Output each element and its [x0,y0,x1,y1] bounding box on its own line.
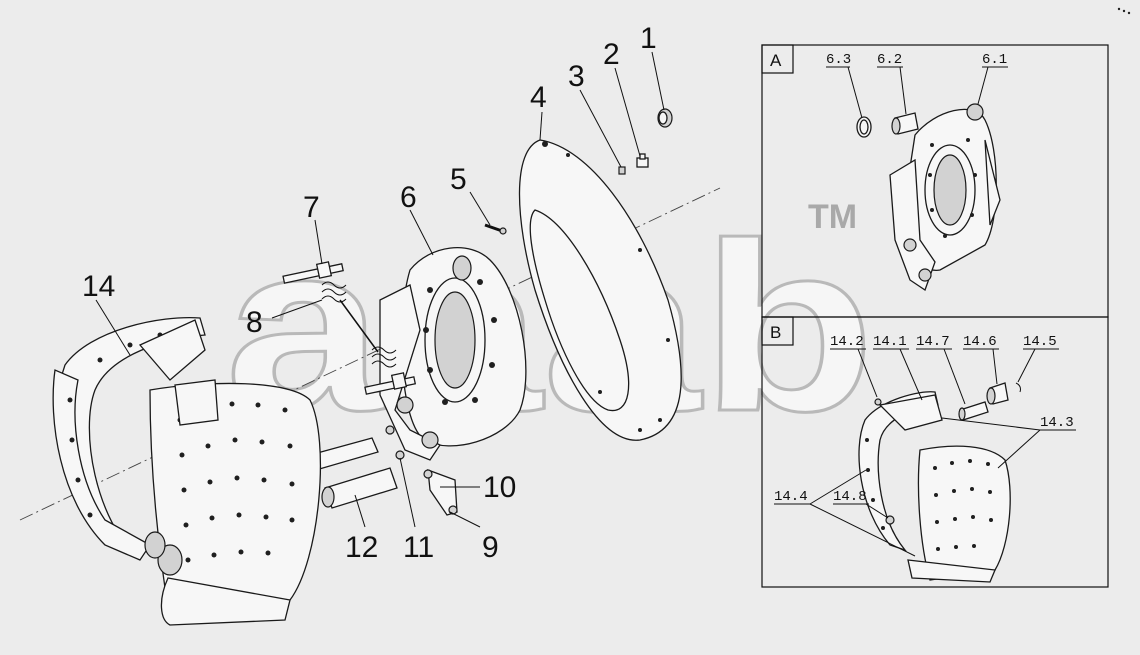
label-14-7: 14.7 [916,334,950,350]
center-axis [19,187,721,521]
detail-b-content: 14.2 14.1 14.7 14.6 14.5 14.3 14.4 14.8 [774,334,1076,583]
callout-12: 12 [345,531,378,564]
detail-a-tag: A [770,51,782,70]
detail-b-frame [761,316,1109,588]
label-14-3: 14.3 [1040,415,1074,431]
part-2-screw [636,153,649,168]
callout-2: 2 [603,38,620,71]
callout-9: 9 [482,531,499,564]
part-9-10-plate [423,469,458,516]
label-14-6: 14.6 [963,334,997,350]
label-6-2: 6.2 [877,52,902,68]
label-14-5: 14.5 [1023,334,1057,350]
label-6-3: 6.3 [826,52,851,68]
callout-4: 4 [530,81,547,114]
callout-1: 1 [640,22,657,55]
part-3-washer [618,166,626,175]
part-8-return-spring [321,281,417,395]
detail-a-tag-box [761,44,794,74]
label-14-1: 14.1 [873,334,907,350]
callouts: 1 2 3 4 5 6 7 8 9 10 11 12 14 [82,22,657,564]
part-5-pin [484,223,507,235]
detail-a-content: 6.3 6.2 6.1 [826,52,1008,292]
callout-10: 10 [483,471,516,504]
part-1-clip [657,108,673,128]
label-14-2: 14.2 [830,334,864,350]
label-14-4: 14.4 [774,489,808,505]
lining-rivets [67,332,295,563]
detail-b-rivets [865,438,993,551]
callout-7: 7 [303,191,320,224]
part-11-nuts [385,425,405,460]
label-6-1: 6.1 [982,52,1007,68]
callout-3: 3 [568,60,585,93]
leader-lines [95,51,665,528]
callout-8: 8 [246,306,263,339]
part-7-roller-axle [282,261,344,284]
part-6-spider-bracket [379,247,527,461]
callout-5: 5 [450,163,467,196]
trademark-mark: TM [808,198,857,236]
corner-mark [1117,7,1131,15]
callout-6: 6 [400,181,417,214]
detail-frames: A B [761,44,1109,588]
callout-11: 11 [403,531,434,564]
part-14-brake-shoes [52,316,322,626]
part-4-dust-shield [518,139,682,441]
label-14-8: 14.8 [833,489,867,505]
callout-14: 14 [82,270,115,303]
detail-b-tag-box [761,316,794,346]
detail-b-tag: B [770,323,781,342]
